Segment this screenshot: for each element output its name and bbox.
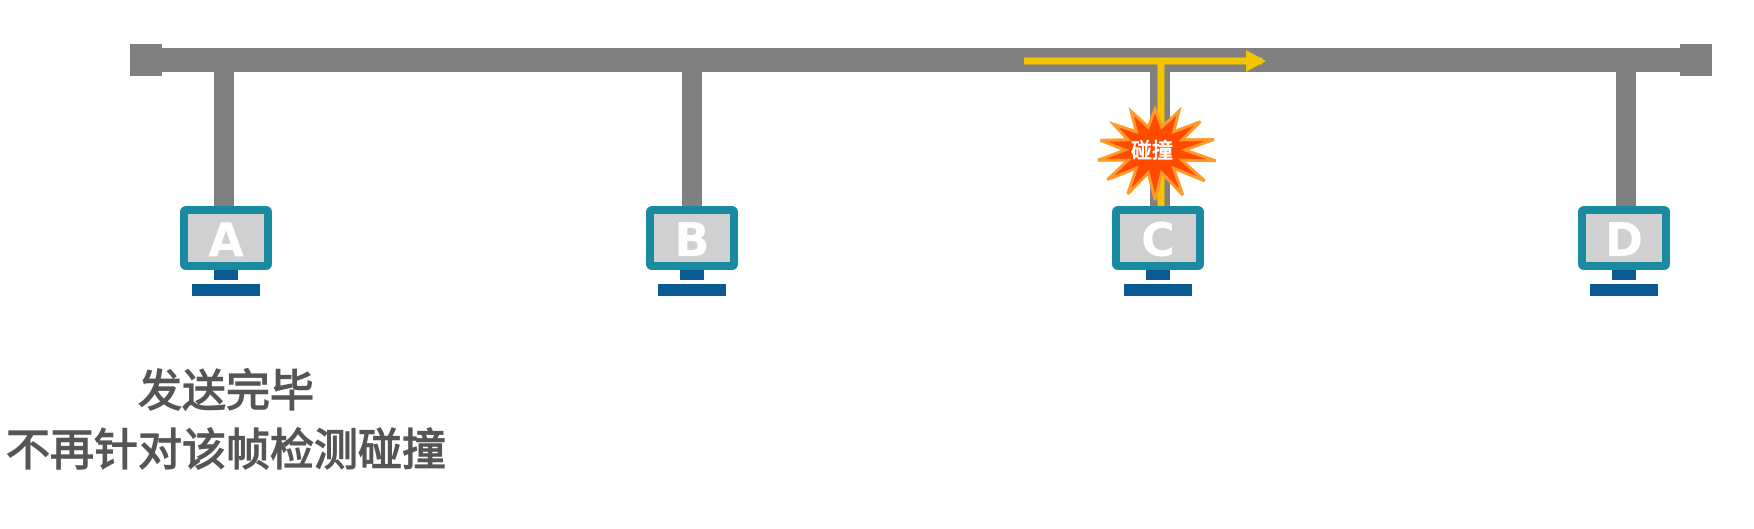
station-label: D: [1605, 213, 1643, 267]
drop-cable: [214, 70, 234, 210]
computer-icon: [646, 206, 738, 296]
station-D: D: [1578, 70, 1670, 296]
station-label: C: [1141, 213, 1175, 267]
station-label: B: [674, 213, 709, 267]
computer-icon: [180, 206, 272, 296]
computer-icon: [1578, 206, 1670, 296]
caption-line-2: 不再针对该帧检测碰撞: [6, 425, 446, 476]
drop-cable: [682, 70, 702, 210]
arrow-right-icon: [1246, 50, 1266, 72]
drop-cable: [1616, 70, 1636, 210]
station-label: A: [208, 213, 244, 267]
bus-terminator-left: [130, 44, 162, 76]
computer-icon: [1112, 206, 1204, 296]
bus-line: [130, 48, 1710, 72]
shared-bus: [130, 44, 1712, 76]
station-B: B: [646, 70, 738, 296]
collision-burst-icon: 碰撞: [1097, 104, 1217, 201]
caption-line-1: 发送完毕: [138, 366, 314, 417]
collision-label: 碰撞: [1131, 139, 1173, 163]
bus-terminator-right: [1680, 44, 1712, 76]
station-A: A: [180, 70, 272, 296]
